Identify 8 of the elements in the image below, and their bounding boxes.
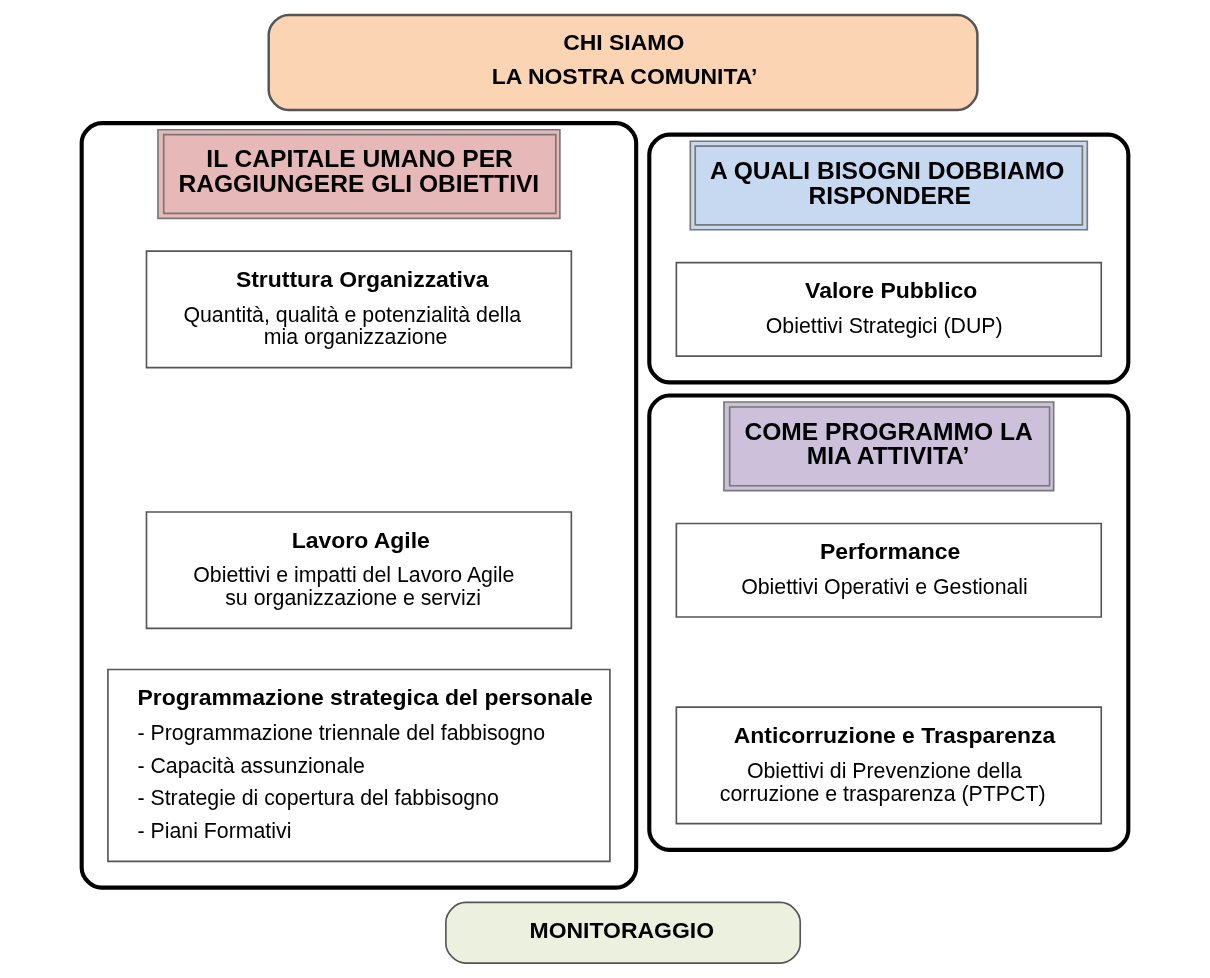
node-box: Performance Obiettivi Operativi e Gestionali: [675, 522, 1103, 618]
node-box: Programmazione strategica del personale - Programmazione triennale del fabbisogno - Capacità assunzionale - Strategie di copertura del fabbisogno - Piani Formativi: [107, 668, 611, 863]
node-box: CHI SIAMO LA NOSTRA COMUNITA’: [267, 13, 979, 112]
node-box: MONITORAGGIO: [445, 901, 802, 964]
node-box: Valore Pubblico Obiettivi Strategici (DUP): [675, 261, 1103, 357]
node-box: Struttura Organizzativa Quantità, qualità e potenzialità della mia organizzazione: [145, 250, 573, 369]
node-box: Anticorruzione e Trasparenza Obiettivi di Prevenzione della corruzione e trasparenza (PTPCT): [675, 706, 1103, 825]
node-box: Lavoro Agile Obiettivi e impatti del Lavoro Agile su organizzazione e servizi: [145, 511, 573, 630]
